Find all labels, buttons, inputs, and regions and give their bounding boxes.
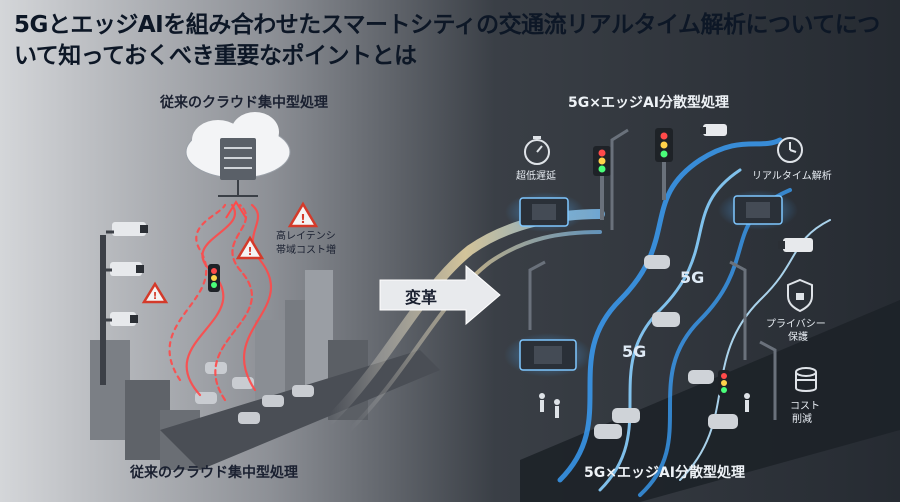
transition-swoosh <box>348 230 602 432</box>
label-realtime: リアルタイム解析 <box>752 171 832 182</box>
badge-5g-upper: 5G <box>680 268 705 287</box>
warning-label-latency: 高レイテンシ <box>276 231 336 242</box>
clock-icon <box>777 137 803 163</box>
page-title: 5GとエッジAIを組み合わせたスマートシティの交通流リアルタイム解析についてにつ… <box>14 12 880 69</box>
edge-chip-icon <box>504 333 592 377</box>
label-cost-2: 削減 <box>792 414 812 425</box>
left-footer: 従来のクラウド集中型処理 <box>130 465 298 481</box>
traffic-light-icon <box>593 146 611 220</box>
coin-stack-icon <box>795 367 817 392</box>
left-heading: 従来のクラウド集中型処理 <box>160 95 328 111</box>
arrow-right-icon <box>379 264 501 326</box>
left-camera-pole <box>100 222 148 385</box>
right-footer: 5G×エッジAI分散型処理 <box>584 465 746 481</box>
traffic-light-icon <box>208 264 220 292</box>
cctv-camera-icon <box>106 222 148 236</box>
label-cost-1: コスト <box>790 401 820 412</box>
warning-icon: ! <box>141 281 169 304</box>
traffic-light-icon <box>718 370 730 396</box>
shield-lock-icon <box>787 278 813 313</box>
label-privacy-2: 保護 <box>788 332 808 343</box>
label-low-latency: 超低遅延 <box>516 171 556 182</box>
building-icon <box>90 340 130 440</box>
cloud-server-icon <box>185 112 291 197</box>
edge-chip-icon <box>718 190 798 230</box>
warning-icon: ! <box>287 201 319 228</box>
stopwatch-icon <box>524 136 550 165</box>
car-icon <box>644 255 670 269</box>
warning-icon: ! <box>235 235 265 260</box>
car-icon <box>292 385 314 397</box>
right-road <box>520 300 900 502</box>
transition-label: 変革 <box>405 288 438 307</box>
car-icon <box>262 395 284 407</box>
svg-text:!: ! <box>300 212 305 226</box>
cctv-camera-icon <box>106 312 138 326</box>
edge-chip-icon <box>505 192 585 232</box>
car-icon <box>238 412 260 424</box>
car-icon <box>205 362 227 374</box>
car-icon <box>612 408 640 423</box>
svg-text:!: ! <box>247 245 252 258</box>
svg-text:!: ! <box>153 291 158 302</box>
upload-arrow-icon <box>225 200 247 219</box>
car-icon <box>688 370 714 384</box>
badge-5g-lower: 5G <box>622 342 647 361</box>
right-cars <box>594 255 738 439</box>
traffic-light-icon <box>655 128 673 200</box>
right-heading: 5G×エッジAI分散型処理 <box>568 95 730 111</box>
cctv-camera-icon <box>700 124 727 136</box>
cctv-camera-icon <box>106 262 144 276</box>
car-icon <box>708 414 738 429</box>
warning-label-bandwidth: 帯域コスト増 <box>276 245 336 256</box>
label-privacy-1: プライバシー <box>766 319 826 330</box>
cctv-camera-icon <box>778 238 813 252</box>
pedestrian-icon <box>539 393 750 418</box>
street-lamp-icon <box>528 128 777 420</box>
car-icon <box>652 312 680 327</box>
car-icon <box>594 424 622 439</box>
